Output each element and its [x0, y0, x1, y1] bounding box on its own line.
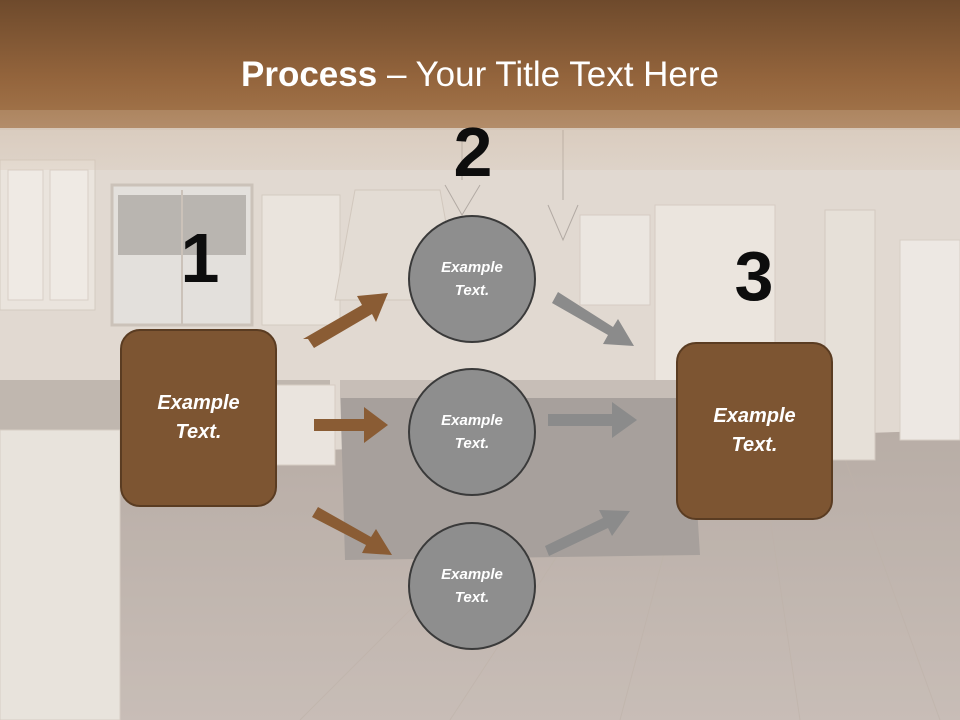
circle-middle-line1: Example — [441, 412, 503, 429]
step-number-1: 1 — [180, 219, 220, 297]
title-rest: – Your Title Text Here — [377, 55, 719, 94]
process-circle-top[interactable]: Example Text. — [408, 215, 536, 343]
process-circle-bottom[interactable]: Example Text. — [408, 522, 536, 650]
step-number-2: 2 — [453, 113, 493, 191]
right-process-box[interactable]: Example Text. — [676, 342, 833, 520]
left-box-line2: Text. — [175, 421, 222, 443]
circle-middle-line2: Text. — [454, 435, 490, 452]
right-box-line1: Example — [713, 405, 796, 427]
process-circle-middle[interactable]: Example Text. — [408, 368, 536, 496]
step-number-3: 3 — [734, 237, 774, 315]
circle-bottom-line2: Text. — [454, 589, 490, 606]
circle-bottom-line1: Example — [441, 566, 503, 583]
circle-top-line2: Text. — [454, 282, 490, 299]
left-box-line1: Example — [157, 392, 240, 414]
right-box-text: Example Text. — [713, 402, 795, 460]
right-box-line2: Text. — [731, 434, 778, 456]
circle-top-line1: Example — [441, 259, 503, 276]
title-bold: Process — [241, 55, 378, 94]
left-box-text: Example Text. — [157, 389, 239, 447]
left-process-box[interactable]: Example Text. — [120, 329, 277, 507]
slide-title: Process – Your Title Text Here — [0, 52, 960, 98]
